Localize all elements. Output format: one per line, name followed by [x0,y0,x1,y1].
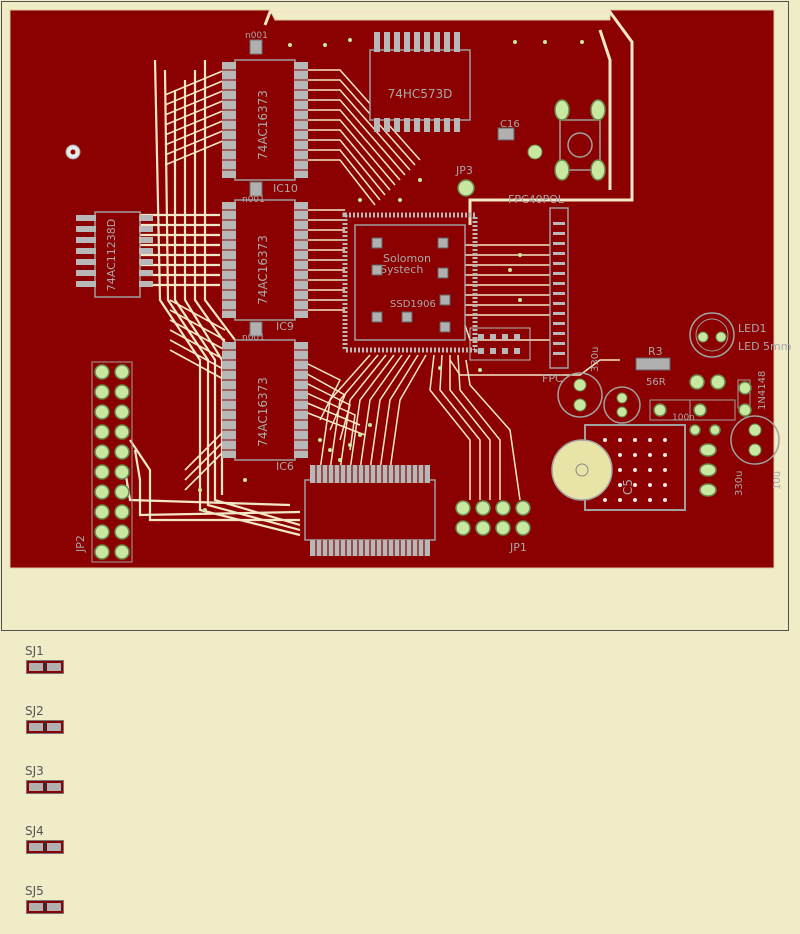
ic-bus-bot[interactable]: 74AC16373 [222,339,308,461]
buzzer[interactable] [551,439,613,501]
bottom-connector[interactable] [304,465,436,556]
electrolytic-caps [557,372,780,465]
power-connector[interactable]: C5 [584,424,686,511]
sj-body [26,720,64,734]
header-jp1[interactable]: JP1 [455,500,531,554]
label-jp2: JP2 [74,535,87,553]
ic-bus-bot-label: 74AC16373 [256,377,270,447]
ic-bus-mid[interactable]: 74AC16373 [222,199,308,321]
ic-bus-top[interactable]: 74AC16373 [222,59,308,181]
label-led1: LED1 [738,322,767,335]
sj-label: SJ5 [25,884,44,898]
cap-c16 [497,127,515,141]
label-330u-2: 330u [590,347,601,372]
label-ic9: IC9 [276,320,294,333]
resistor-r3: R3 56R [635,345,671,388]
solder-jumper-sj5[interactable]: SJ5 [25,884,85,924]
ic-bus-top-label: 74AC16373 [256,90,270,160]
pcb-layout[interactable]: 74AC16373 74AC16373 74AC16373 n001 n001 … [0,0,800,640]
label-r3: R3 [648,345,663,358]
solder-jumper-sj4[interactable]: SJ4 [25,824,85,864]
label-ic6: IC6 [276,460,294,473]
jumper-jp3[interactable]: JP3 [455,164,475,197]
sj-label: SJ2 [25,704,44,718]
small-parts [649,374,752,497]
sj-label: SJ4 [25,824,44,838]
label-jp3: JP3 [455,164,473,177]
fpc-connector[interactable]: FPC40POL FPC [508,193,569,385]
bus-traces-diagonal [164,69,226,491]
label-n001-top: n001 [245,31,268,41]
controller-brand-2: Systech [380,263,423,276]
sj-body [26,840,64,854]
label-fpc-name: FPC40POL [508,193,565,206]
label-led-size: LED 5mm [738,340,791,353]
label-c16: C16 [500,119,520,130]
label-10u: 10u [772,471,783,490]
ic-left[interactable]: 74AC11238D [76,211,153,298]
sj-body [26,660,64,674]
dip-block [469,327,531,361]
sj-body [26,780,64,794]
label-fpc: FPC [542,372,563,385]
sj-label: SJ1 [25,644,44,658]
label-diode: 1N4148 [757,371,768,410]
label-c5: C5 [621,479,635,495]
sj-label: SJ3 [25,764,44,778]
label-n001-bot: n001 [242,333,265,343]
solder-jumper-sj3[interactable]: SJ3 [25,764,85,804]
ic-controller[interactable]: Solomon Systech SSD1906 [342,212,478,353]
label-330u: 330u [734,471,745,496]
ic-latch[interactable]: 74HC573D [369,32,471,132]
via-pad-c [527,144,543,160]
label-n001-mid: n001 [242,195,265,205]
solder-jumper-sj2[interactable]: SJ2 [25,704,85,744]
board-outline-trace [263,10,634,225]
solder-jumper-sj1[interactable]: SJ1 [25,644,85,684]
ic-bus-mid-label: 74AC16373 [256,235,270,305]
sj-body [26,900,64,914]
header-jp2[interactable]: JP2 [74,361,133,563]
vias [198,38,584,512]
label-jp1: JP1 [509,541,527,554]
label-ic10: IC10 [273,182,298,195]
label-r3-value: 56R [646,377,666,388]
push-button[interactable] [554,99,606,181]
controller-part: SSD1906 [390,299,436,310]
led1[interactable]: LED1 LED 5mm [689,312,791,358]
board-outline-trace-2 [598,29,612,190]
controller-traces-bottom [319,354,521,501]
decoupling-caps [249,39,263,337]
label-100n: 100n [672,413,695,423]
ic-latch-label: 74HC573D [388,87,453,101]
ic-left-label: 74AC11238D [105,219,118,291]
controller-brand-1: Solomon [383,252,431,265]
